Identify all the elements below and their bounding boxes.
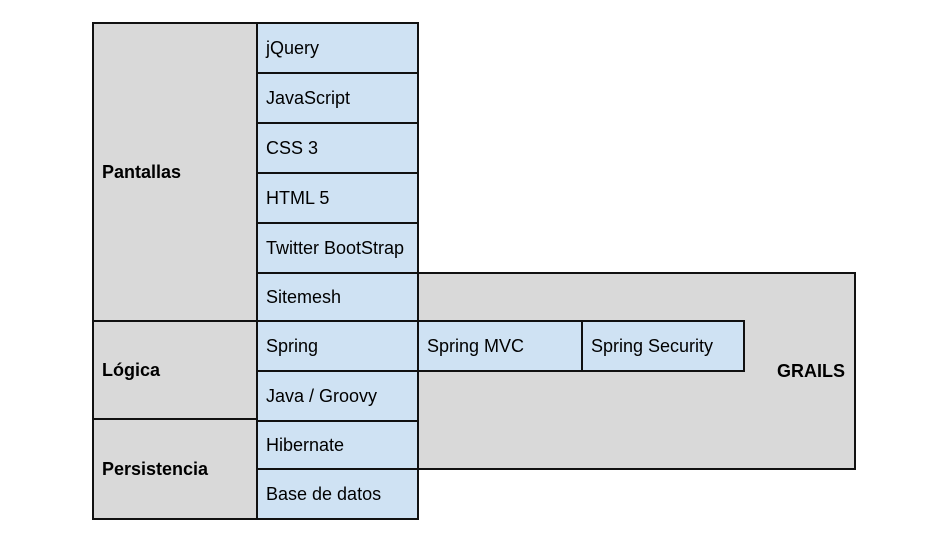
layer-pantallas: Pantallas [92,22,258,322]
tech-spring: Spring [256,320,419,372]
tech-hibernate: Hibernate [256,420,419,470]
layer-persistencia: Persistencia [92,418,258,520]
tech-twitter-bootstrap: Twitter BootStrap [256,222,419,274]
spring-mvc-box: Spring MVC [417,320,583,372]
spring-security-box: Spring Security [581,320,745,372]
tech-css3: CSS 3 [256,122,419,174]
tech-html5: HTML 5 [256,172,419,224]
grails-label: GRAILS [777,361,846,381]
tech-base-de-datos: Base de datos [256,468,419,520]
tech-java-groovy: Java / Groovy [256,370,419,422]
tech-javascript: JavaScript [256,72,419,124]
layer-logica: Lógica [92,320,258,420]
tech-sitemesh: Sitemesh [256,272,419,322]
tech-jquery: jQuery [256,22,419,74]
